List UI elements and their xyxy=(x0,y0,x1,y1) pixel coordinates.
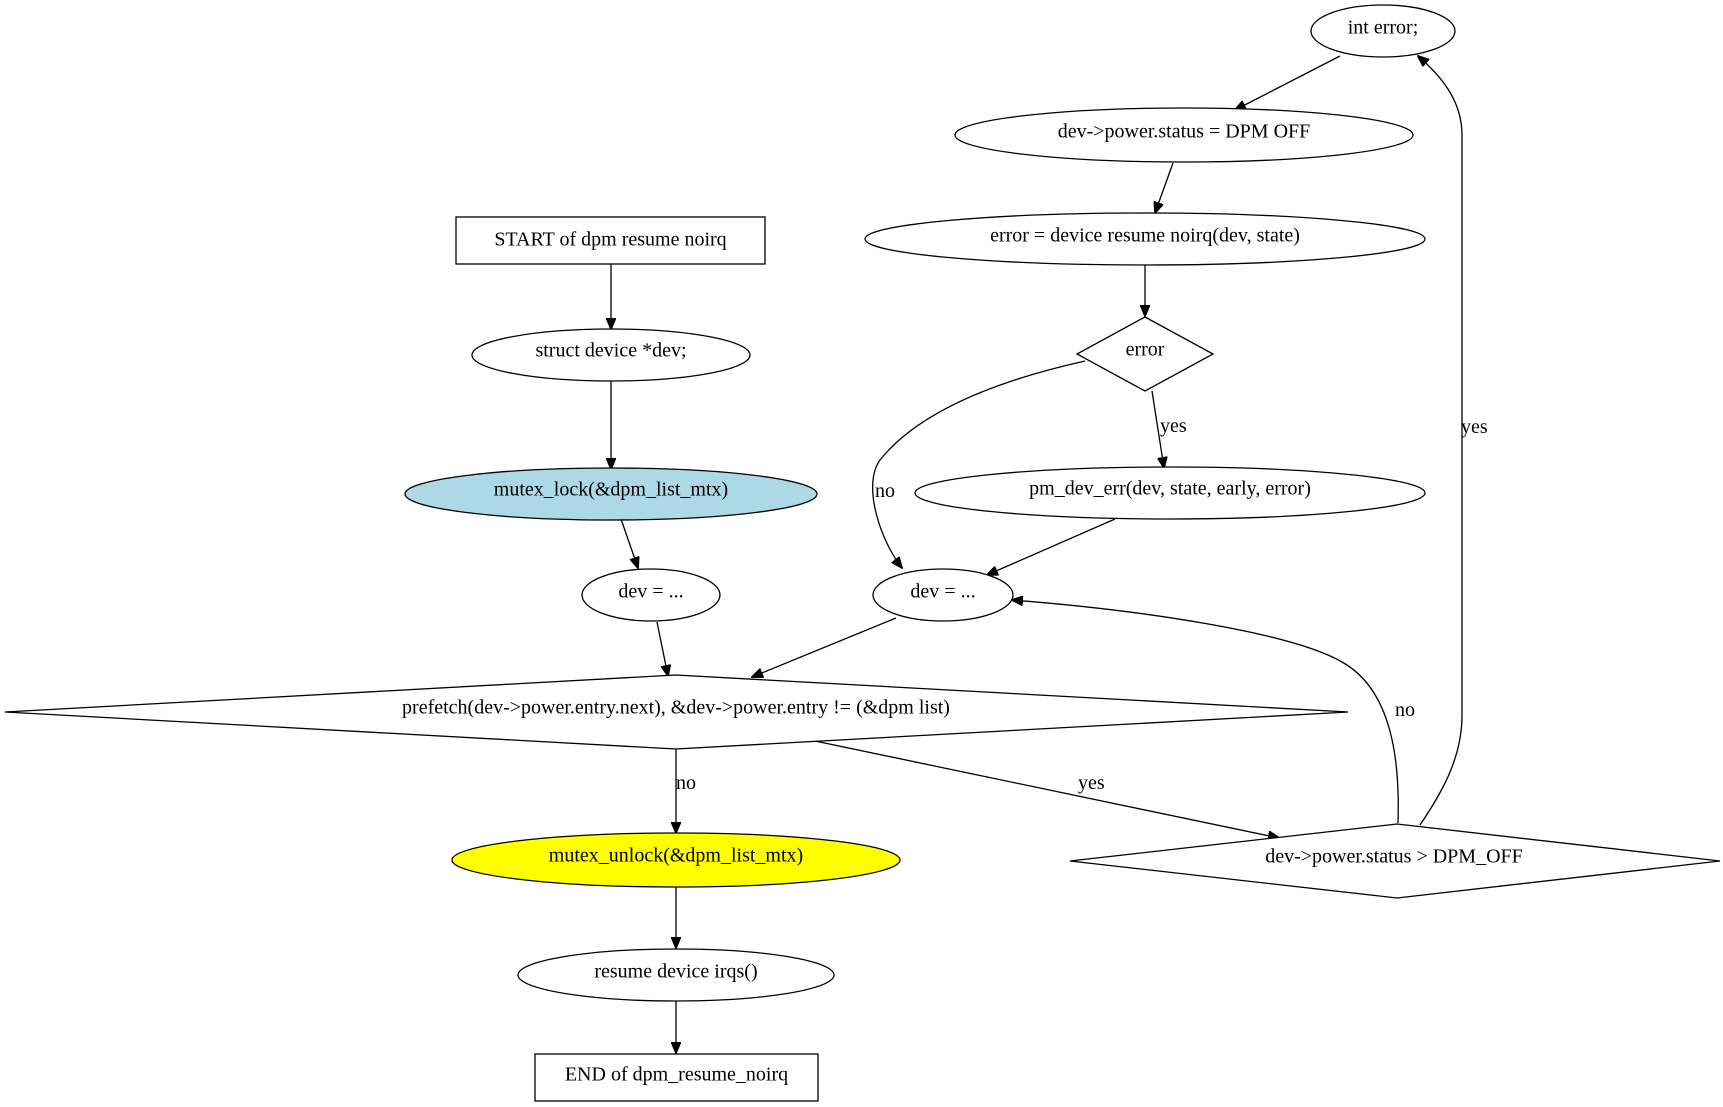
node-decl-dev: struct device *dev; xyxy=(471,328,751,382)
node-start: START of dpm resume noirq xyxy=(455,216,766,265)
node-call-resume-label: error = device resume noirq(dev, state) xyxy=(990,225,1300,247)
node-mutex-lock-label: mutex_lock(&dpm_list_mtx) xyxy=(494,479,728,501)
node-end: END of dpm_resume_noirq xyxy=(534,1053,819,1102)
edge-label-loop-no: no xyxy=(676,772,696,794)
node-set-status-label: dev->power.status = DPM OFF xyxy=(1058,121,1311,143)
edge-status-check-to-decl-error xyxy=(1418,56,1463,826)
node-error-check: error xyxy=(1075,316,1215,392)
node-status-check-label: dev->power.status > DPM_OFF xyxy=(1265,846,1523,868)
edge-label-error-no: no xyxy=(875,480,895,502)
node-decl-error: int error; xyxy=(1310,4,1456,58)
mutex-lock-shape xyxy=(404,467,818,521)
node-mutex-unlock-label: mutex_unlock(&dpm_list_mtx) xyxy=(549,845,803,867)
edge-label-status-yes: yes xyxy=(1461,416,1488,438)
node-dev-init: dev = ... xyxy=(581,568,721,622)
node-start-label: START of dpm resume noirq xyxy=(494,229,726,251)
edges xyxy=(611,55,1463,1053)
edge-decl-error-to-set-status xyxy=(1235,55,1341,110)
node-end-label: END of dpm_resume_noirq xyxy=(565,1064,788,1086)
edge-labels: no yes yes no yes no xyxy=(676,415,1488,794)
node-dev-init-label: dev = ... xyxy=(618,581,683,603)
edge-loop-cond-to-status-check xyxy=(814,740,1279,838)
edge-label-error-yes: yes xyxy=(1160,415,1187,437)
edge-dev-init-to-loop-cond xyxy=(656,621,668,676)
edge-set-status-to-call-resume xyxy=(1155,162,1174,213)
node-mutex-unlock: mutex_unlock(&dpm_list_mtx) xyxy=(451,832,901,888)
node-decl-dev-label: struct device *dev; xyxy=(535,340,686,362)
node-status-check: dev->power.status > DPM_OFF xyxy=(1069,823,1721,899)
edge-error-check-to-dev-next xyxy=(872,360,1086,568)
node-resume-irqs: resume device irqs() xyxy=(517,948,835,1002)
edge-label-status-no: no xyxy=(1395,699,1415,721)
edge-mutex-lock-to-dev-init xyxy=(620,518,638,568)
node-pm-dev-err: pm_dev_err(dev, state, early, error) xyxy=(914,466,1426,520)
node-resume-irqs-label: resume device irqs() xyxy=(594,961,757,983)
node-error-check-label: error xyxy=(1126,339,1165,361)
node-decl-error-label: int error; xyxy=(1348,17,1419,39)
node-mutex-lock: mutex_lock(&dpm_list_mtx) xyxy=(404,467,818,521)
edge-error-check-to-pm-dev-err xyxy=(1151,390,1164,468)
node-dev-next: dev = ... xyxy=(872,568,1014,622)
edge-label-loop-yes: yes xyxy=(1078,772,1105,794)
node-set-status: dev->power.status = DPM OFF xyxy=(954,107,1414,163)
node-dev-next-label: dev = ... xyxy=(910,581,975,603)
edge-dev-next-to-loop-cond xyxy=(752,617,897,677)
node-loop-cond-label: prefetch(dev->power.entry.next), &dev->p… xyxy=(402,697,950,719)
edge-pm-dev-err-to-dev-next xyxy=(987,518,1116,575)
edge-status-check-to-dev-next xyxy=(1012,600,1399,824)
mutex-unlock-shape xyxy=(451,832,901,888)
node-loop-cond: prefetch(dev->power.entry.next), &dev->p… xyxy=(4,674,1349,750)
node-pm-dev-err-label: pm_dev_err(dev, state, early, error) xyxy=(1029,478,1311,500)
node-call-resume: error = device resume noirq(dev, state) xyxy=(864,212,1426,266)
